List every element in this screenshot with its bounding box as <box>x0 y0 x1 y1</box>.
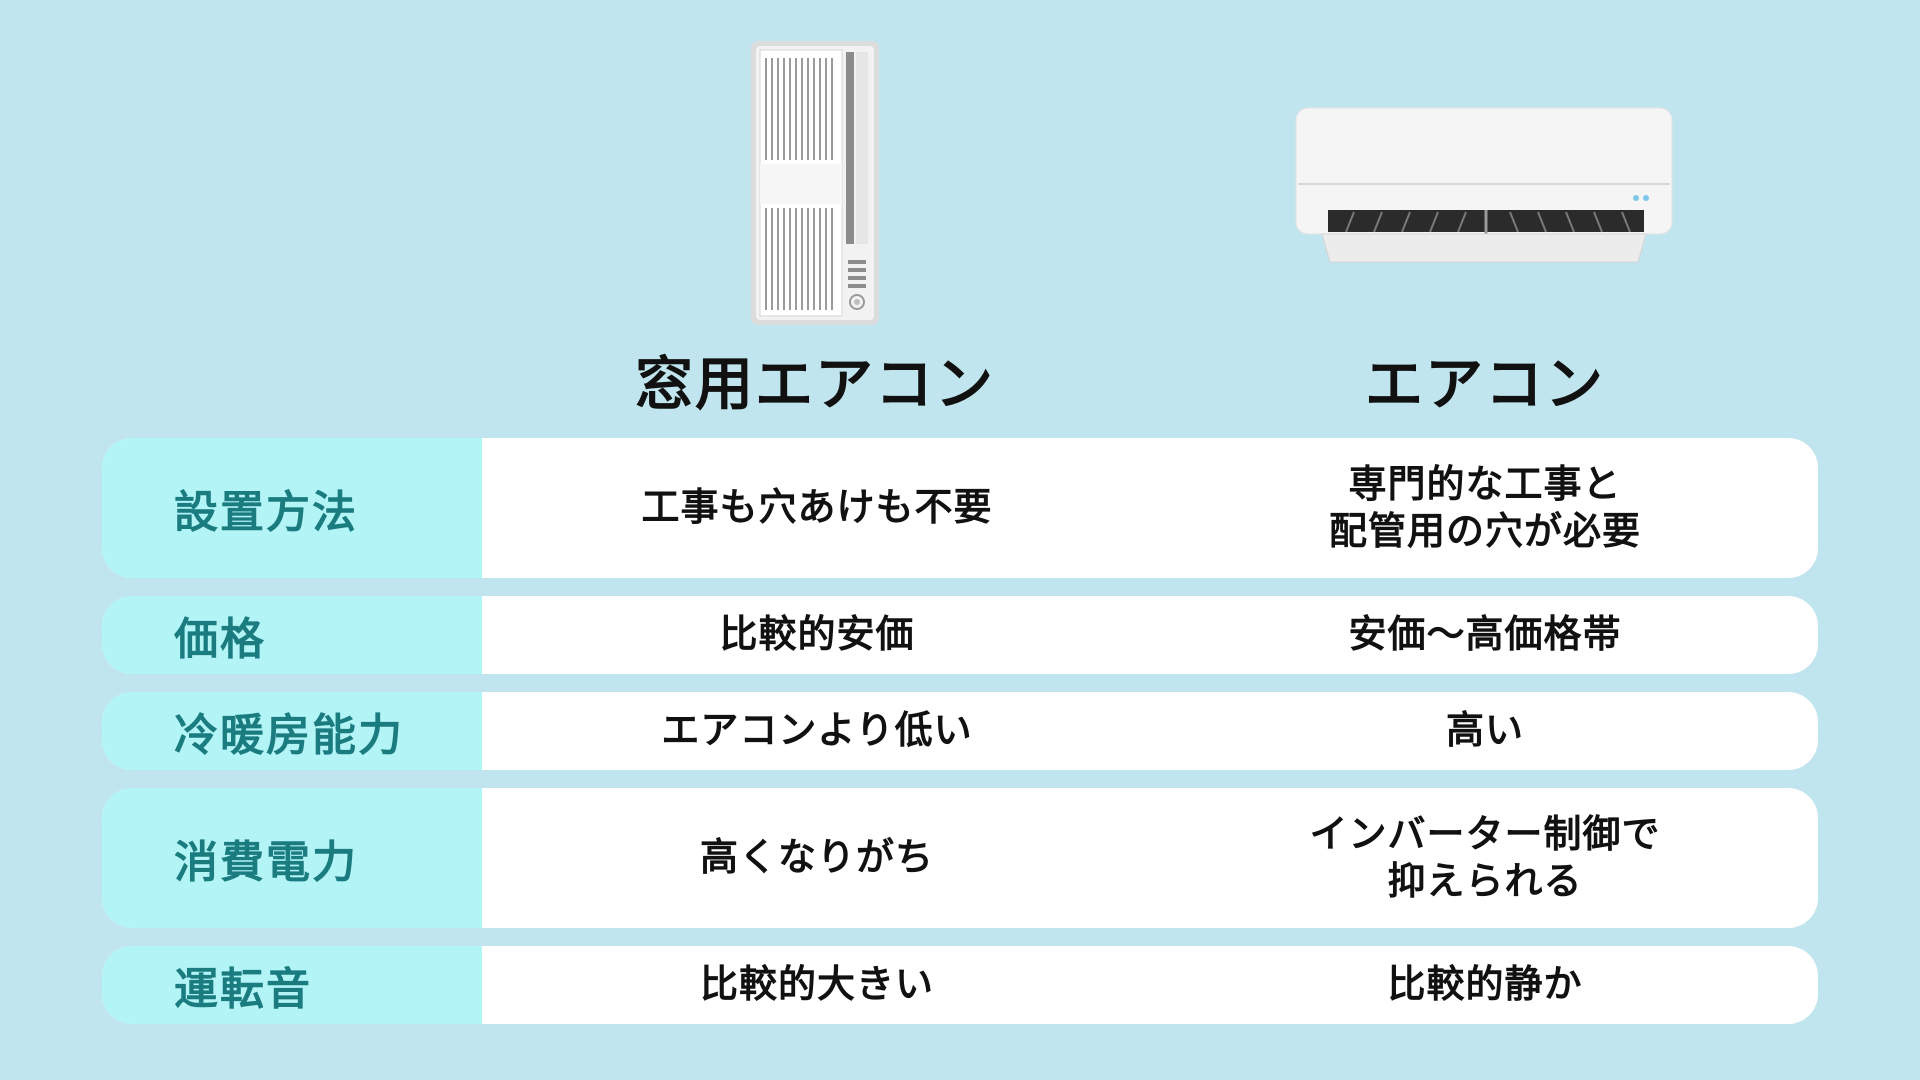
row-label: 消費電力 <box>102 788 482 928</box>
window-aircon-value: エアコンより低い <box>661 708 973 753</box>
row-label: 価格 <box>102 596 482 674</box>
comparison-row-power: 消費電力 高くなりがち インバーター制御で抑えられる <box>102 788 1818 928</box>
aircon-value: 高い <box>1445 708 1524 753</box>
comparison-row-installation: 設置方法 工事も穴あけも不要 専門的な工事と配管用の穴が必要 <box>102 438 1818 578</box>
aircon-value: 比較的静か <box>1387 962 1583 1007</box>
aircon-value: 専門的な工事と配管用の穴が必要 <box>1328 461 1641 554</box>
wall-air-conditioner-icon <box>1294 106 1674 264</box>
column-title-aircon: エアコン <box>1364 350 1605 418</box>
row-label: 設置方法 <box>102 438 482 578</box>
comparison-row-noise: 運転音 比較的大きい 比較的静か <box>102 946 1818 1024</box>
window-aircon-value: 工事も穴あけも不要 <box>641 485 993 530</box>
row-label: 冷暖房能力 <box>102 692 482 770</box>
window-aircon-value: 比較的安価 <box>719 612 915 657</box>
column-title-window-aircon: 窓用エアコン <box>634 350 995 418</box>
comparison-row-capacity: 冷暖房能力 エアコンより低い 高い <box>102 692 1818 770</box>
comparison-row-price: 価格 比較的安価 安価～高価格帯 <box>102 596 1818 674</box>
row-label: 運転音 <box>102 946 482 1024</box>
aircon-value: 安価～高価格帯 <box>1348 612 1622 657</box>
window-air-conditioner-icon <box>750 40 880 326</box>
window-aircon-value: 比較的大きい <box>699 962 934 1007</box>
aircon-value: インバーター制御で抑えられる <box>1309 811 1661 904</box>
window-aircon-value: 高くなりがち <box>699 835 934 880</box>
